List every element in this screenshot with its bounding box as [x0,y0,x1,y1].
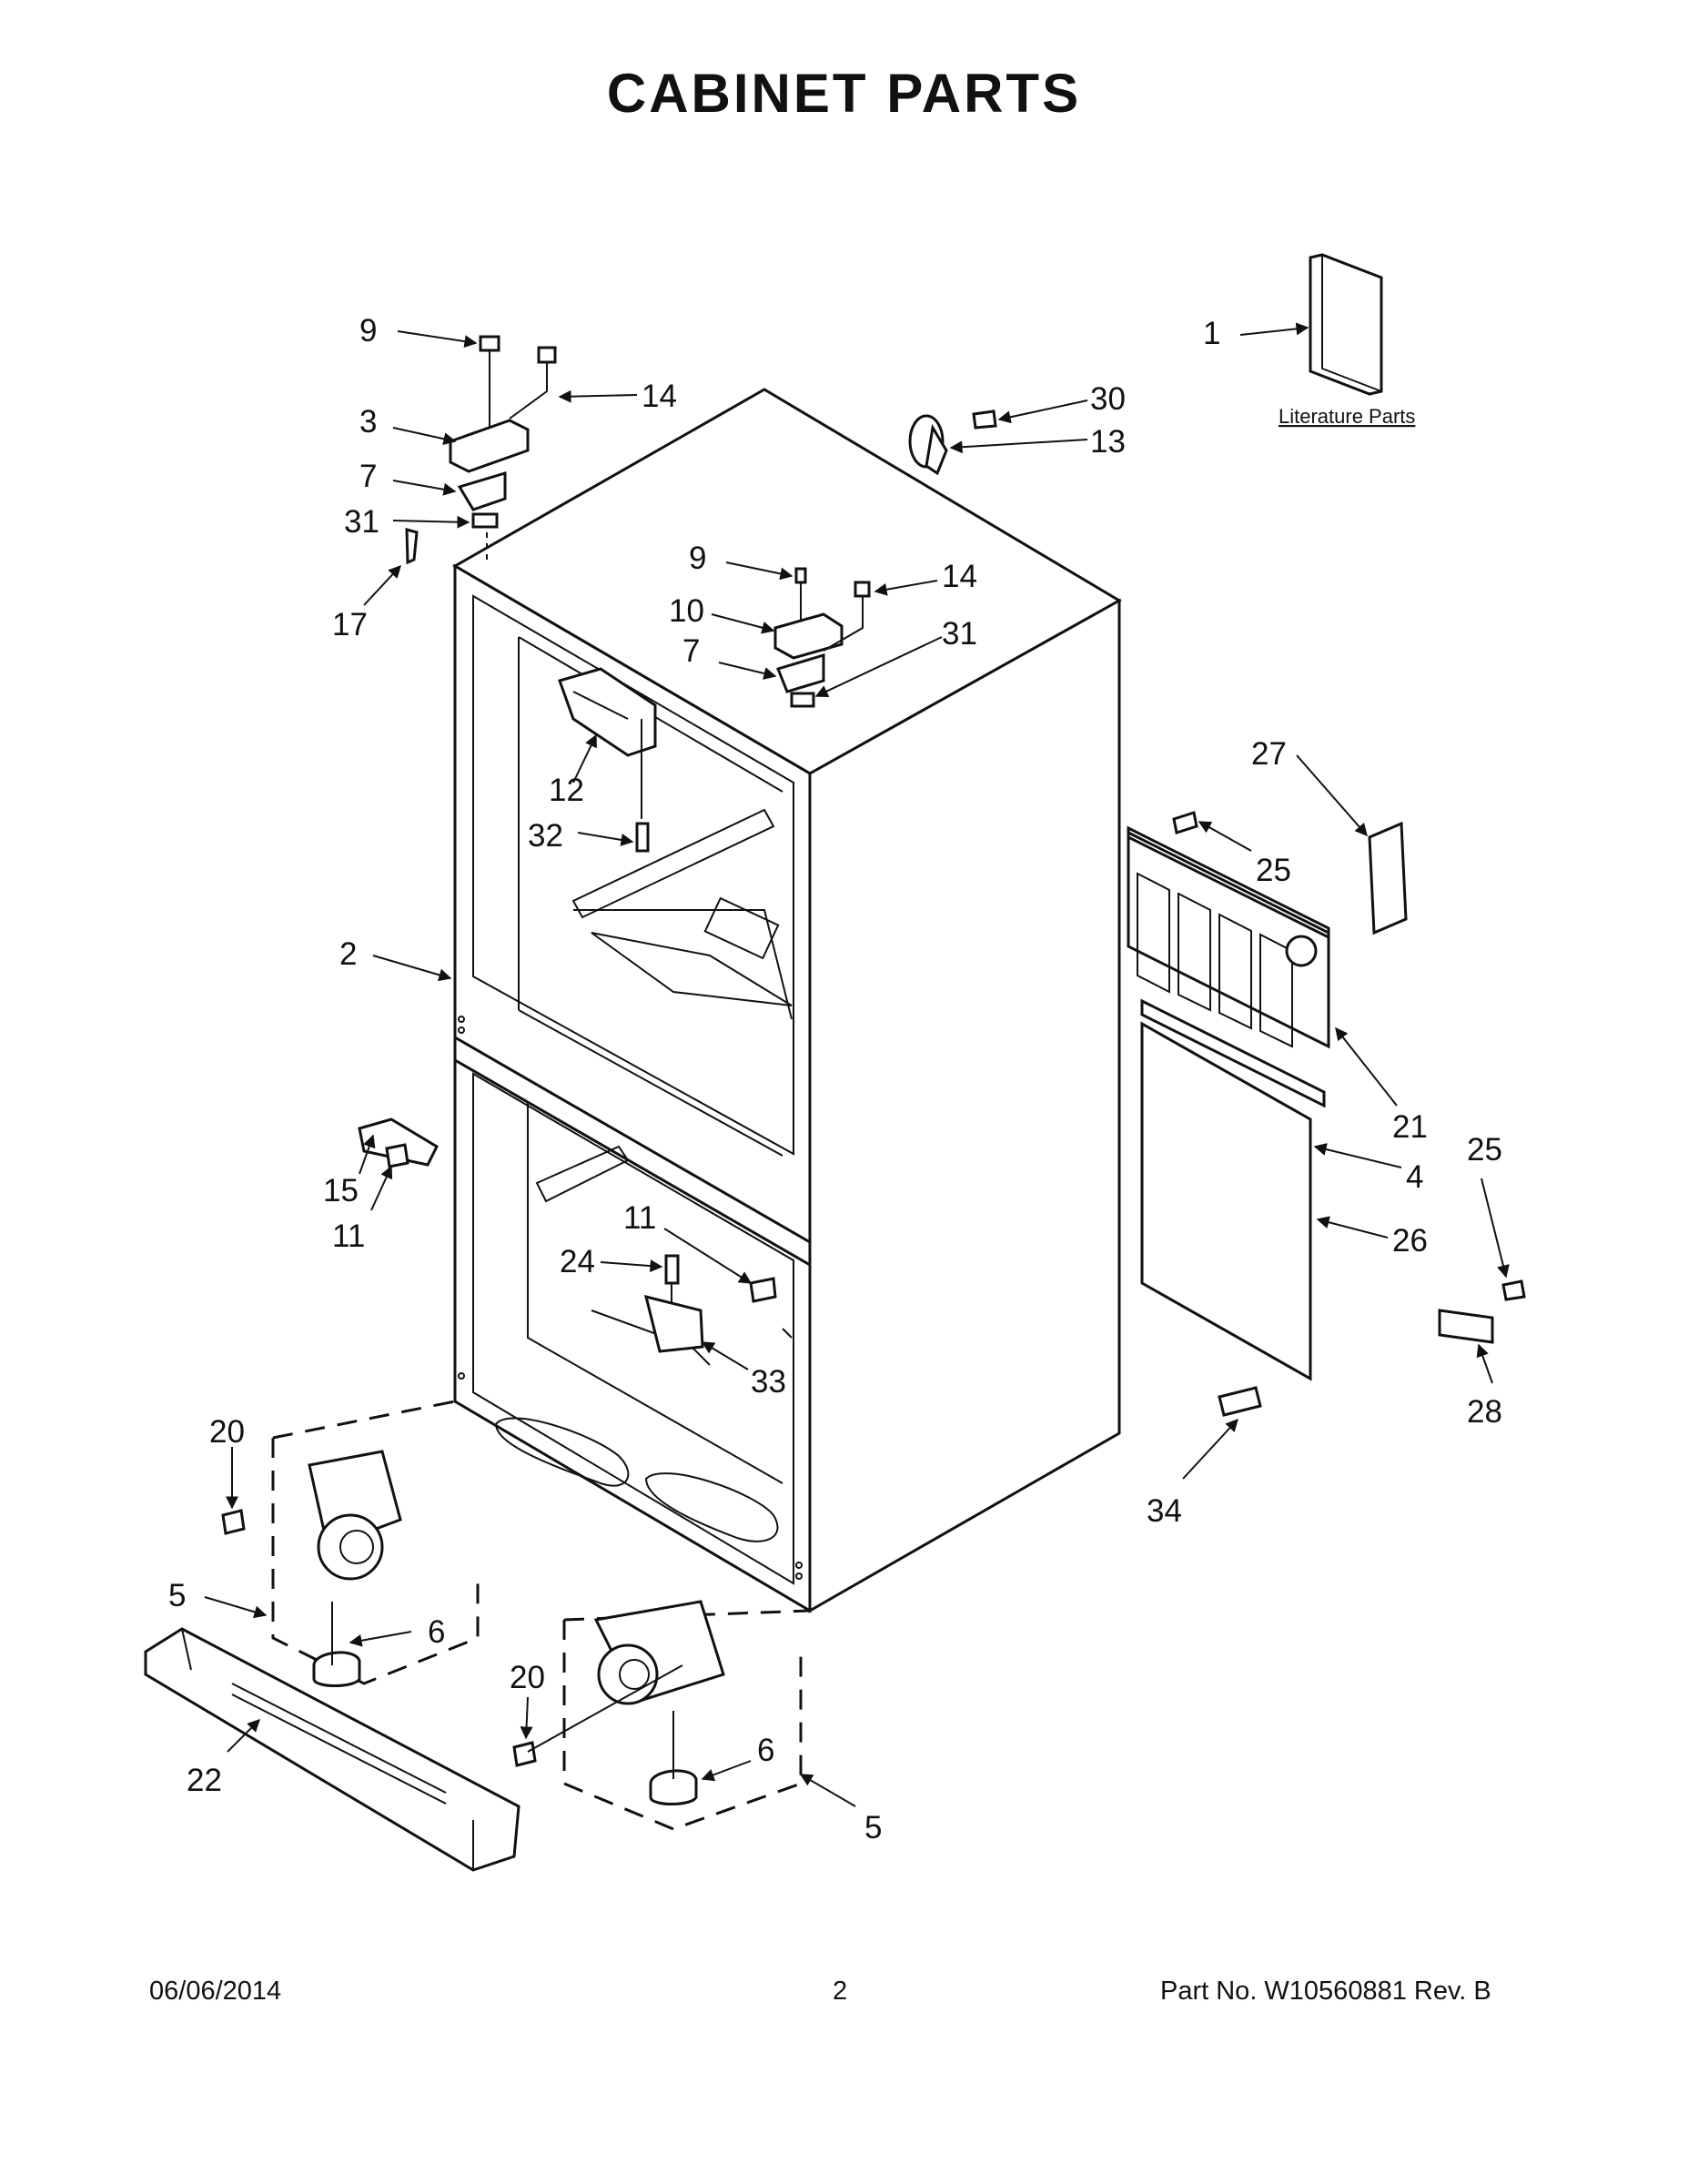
callout-25: 25 [1467,1132,1502,1168]
clamp-assembly [1438,1279,1526,1344]
rear-roller-assembly [908,410,997,476]
callout-28: 28 [1467,1394,1502,1430]
left-upper-hinge-assembly [405,335,557,565]
callout-9: 9 [359,313,377,349]
callout-27: 27 [1251,736,1287,772]
literature-parts [1309,253,1383,396]
callout-34: 34 [1147,1493,1182,1529]
callout-7: 7 [359,459,377,494]
damper-control [558,667,657,853]
rear-grille [1127,811,1408,1417]
callout-21: 21 [1392,1109,1428,1145]
callout-15: 15 [323,1173,359,1208]
callout-10: 10 [669,593,704,629]
callout-6: 6 [757,1733,774,1768]
callout-6: 6 [428,1614,445,1650]
callout-1: 1 [1203,316,1220,351]
callout-25: 25 [1256,853,1291,888]
callout-33: 33 [751,1364,786,1400]
freezer-hinge-left [358,1117,439,1168]
freezer-center-hinge [643,1254,777,1353]
callout-13: 13 [1090,424,1126,460]
literature-parts-label: Literature Parts [1279,405,1415,428]
callout-30: 30 [1090,381,1126,417]
callout-5: 5 [168,1578,186,1613]
callout-14: 14 [642,379,677,414]
callout-7: 7 [682,633,700,669]
callout-9: 9 [689,541,706,576]
callout-24: 24 [560,1244,595,1279]
callout-17: 17 [332,607,368,642]
footer-page-number: 2 [833,1977,848,2006]
callout-26: 26 [1392,1223,1428,1259]
callout-labels: 9 14 3 7 31 17 30 13 1 Literature Parts … [168,313,1502,1845]
callout-20: 20 [510,1660,545,1695]
footer-part-number: Part No. W10560881 Rev. B [1160,1977,1491,2006]
right-roller-assembly [512,1600,811,1831]
callout-31: 31 [942,616,977,652]
callout-31: 31 [344,504,379,540]
callout-32: 32 [528,818,563,854]
callout-22: 22 [187,1763,222,1798]
callout-4: 4 [1406,1159,1423,1195]
callout-5: 5 [864,1810,882,1845]
left-roller-assembly [221,1400,480,1687]
callout-3: 3 [359,404,377,440]
page-title: CABINET PARTS [606,63,1082,124]
callout-11: 11 [623,1200,656,1236]
center-hinge-assembly [773,567,871,708]
cabinet-body [452,388,1123,1613]
callout-11: 11 [332,1218,365,1254]
callout-12: 12 [549,773,584,808]
footer-date: 06/06/2014 [149,1977,282,2006]
toe-grille [144,1627,521,1872]
callout-20: 20 [209,1414,245,1450]
leader-arrows [204,322,1510,1807]
callout-2: 2 [339,936,357,972]
callout-14: 14 [942,559,977,594]
